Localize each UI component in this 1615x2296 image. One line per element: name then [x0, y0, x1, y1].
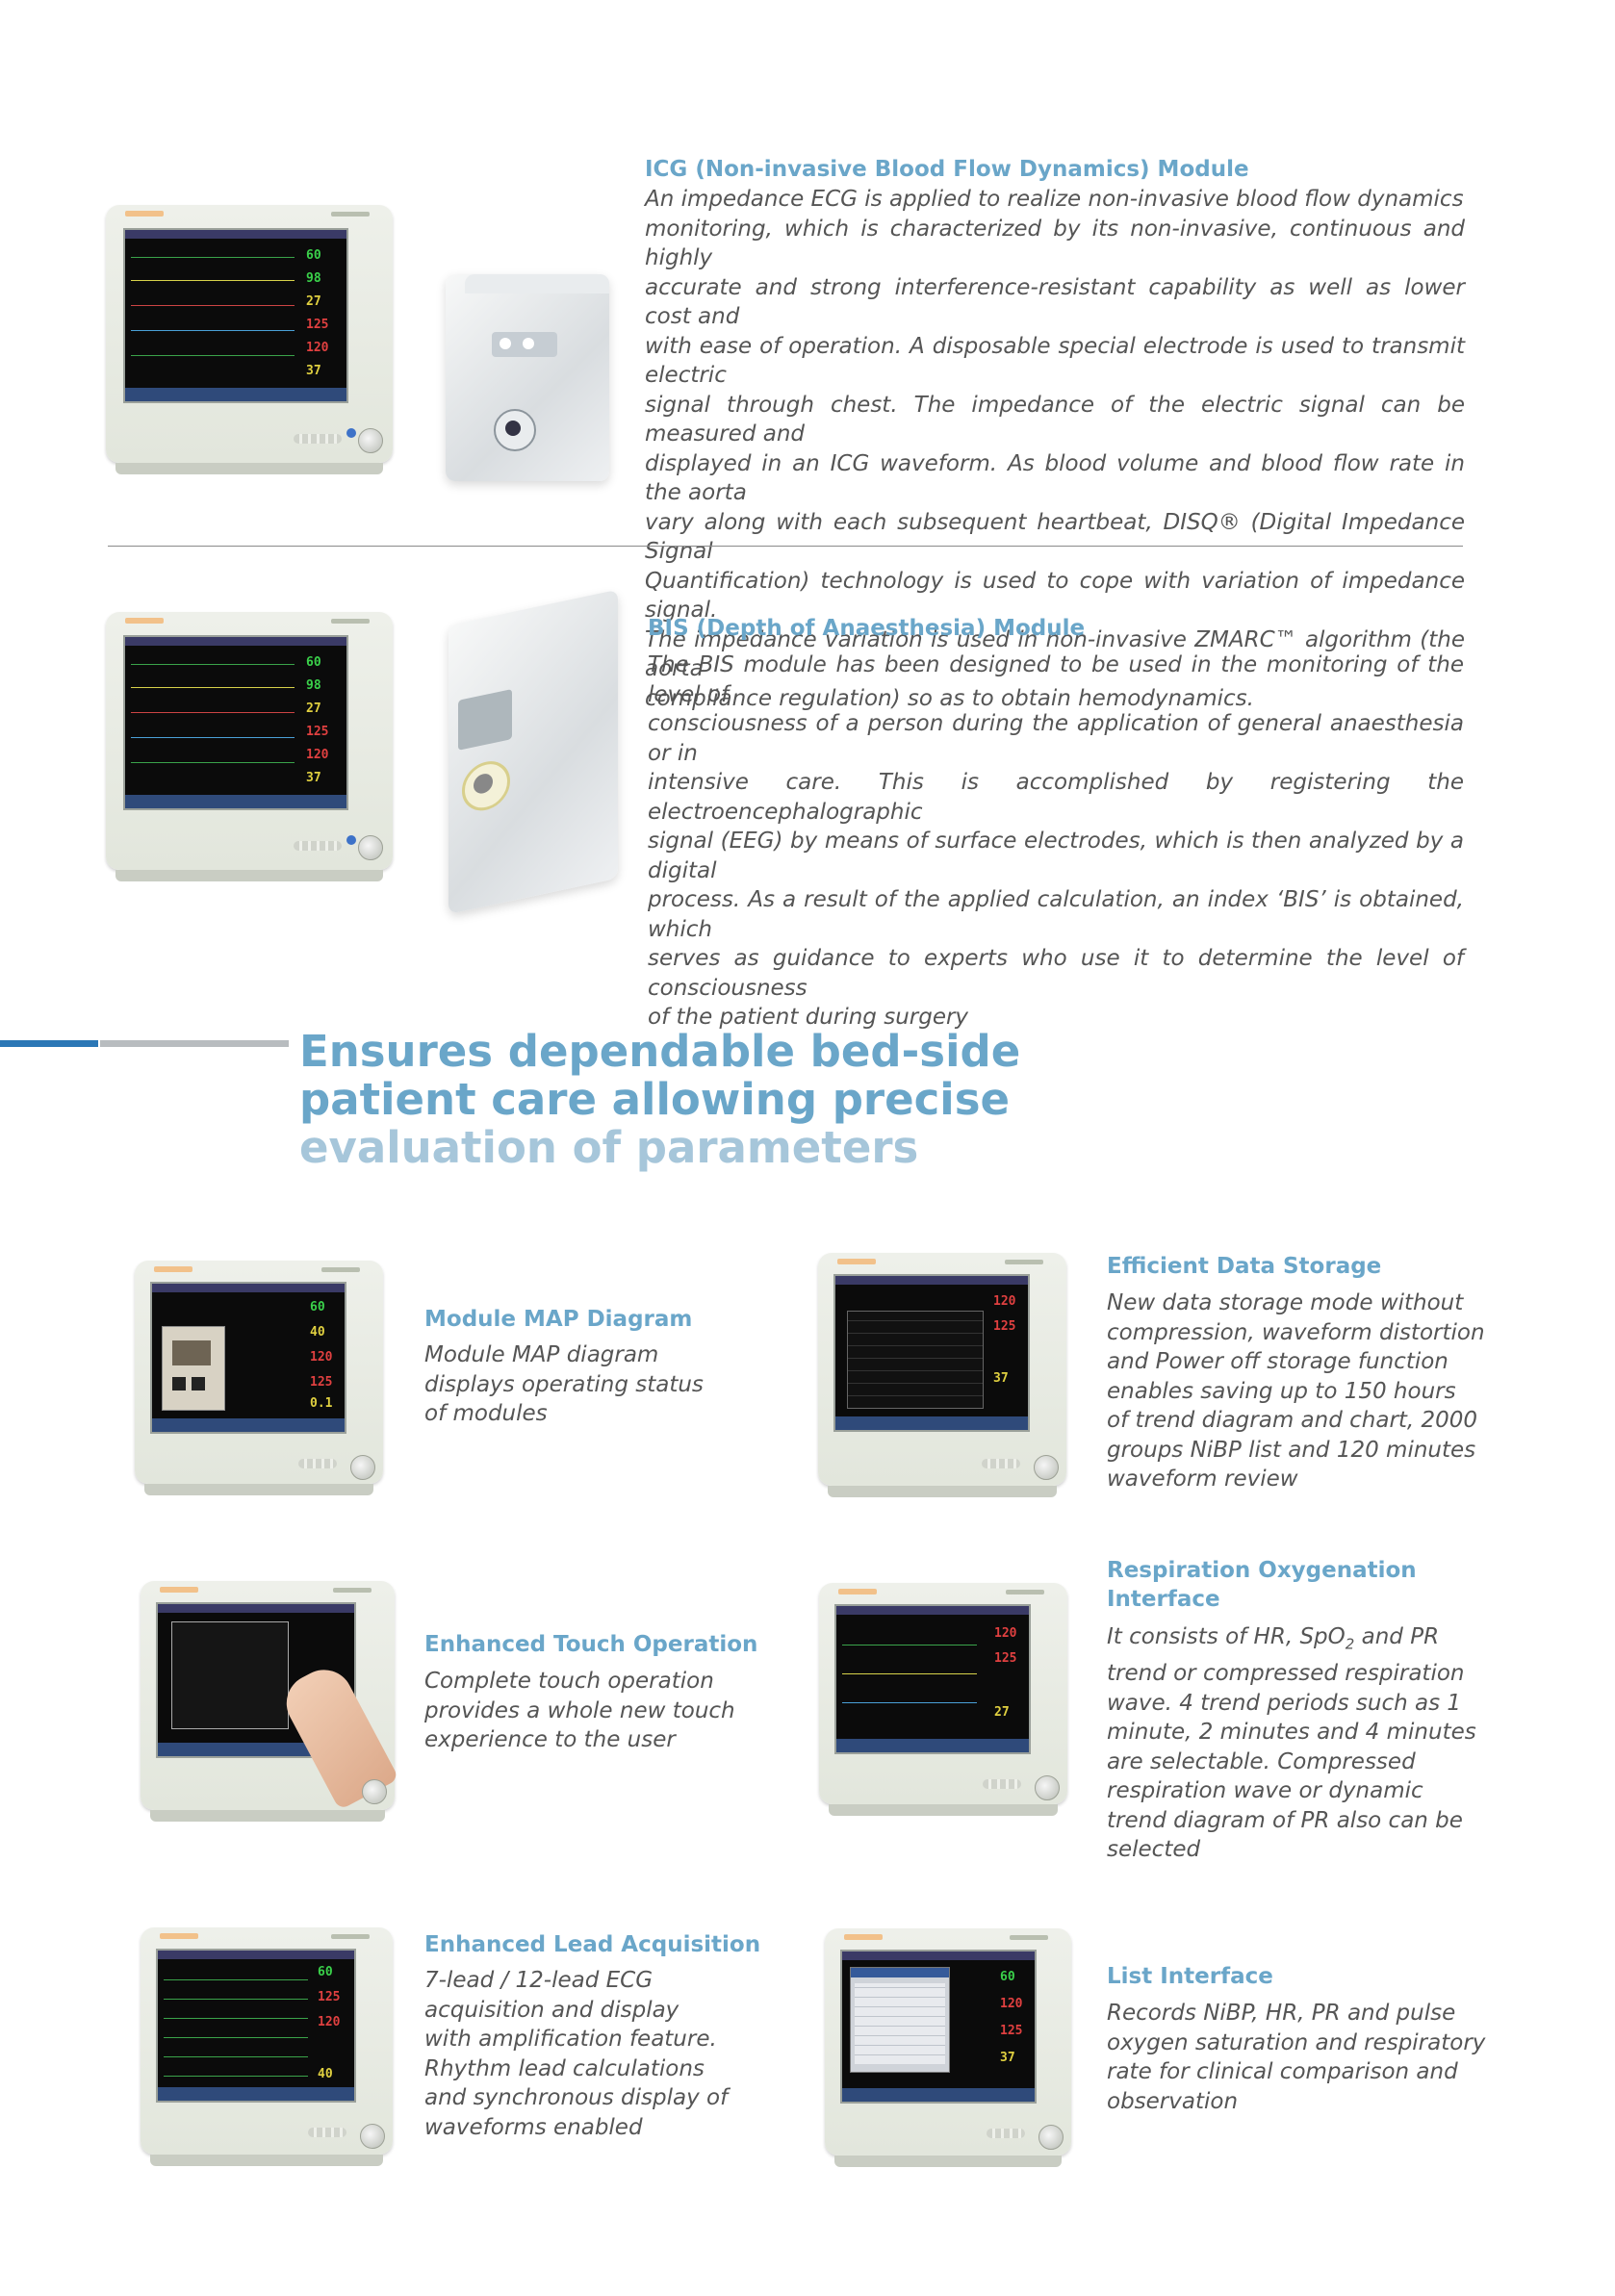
icg-module-description: An impedance ECG is applied to realize n…: [645, 185, 1465, 713]
bis-module-description: The BIS module has been designed to be u…: [648, 651, 1464, 1033]
patient-monitor-image-lead: 60 125 120 40: [141, 1927, 393, 2166]
feature-respiration-title: Respiration Oxygenation Interface: [1107, 1556, 1417, 1614]
text-line: consciousness of a person during the app…: [648, 711, 1464, 766]
text-line: An impedance ECG is applied to realize n…: [645, 187, 1464, 212]
headline-rule-blue: [0, 1040, 98, 1047]
text-line: Quantification) technology is used to co…: [645, 568, 1465, 624]
text-line: vary along with each subsequent heartbea…: [645, 509, 1465, 565]
text-line: and synchronous display of: [424, 2085, 729, 2110]
text-line: rate for clinical comparison and: [1107, 2059, 1458, 2084]
headline-line-1: Ensures dependable bed-side: [299, 1026, 1021, 1077]
text-line: serves as guidance to experts who use it…: [648, 946, 1464, 1001]
text-line: Complete touch operation: [424, 1669, 714, 1694]
text-line: compliance regulation) so as to obtain h…: [645, 685, 1254, 711]
subscript: 2: [1345, 1635, 1355, 1653]
text-fragment: It consists of HR, SpO: [1107, 1624, 1346, 1649]
title-line: Interface: [1107, 1587, 1220, 1612]
feature-lead-description: 7-lead / 12-lead ECG acquisition and dis…: [424, 1966, 728, 2142]
text-line: The impedance variation is used in non-i…: [645, 626, 1465, 682]
text-line: accurate and strong interference-resista…: [645, 274, 1465, 330]
text-line: with amplification feature.: [424, 2027, 717, 2052]
feature-storage-title: Efficient Data Storage: [1107, 1254, 1382, 1279]
text-line: oxygen saturation and respiratory: [1107, 2029, 1486, 2055]
text-line: waveforms enabled: [424, 2114, 643, 2140]
text-line: waveform review: [1107, 1467, 1298, 1492]
text-line: provides a whole new touch: [424, 1697, 735, 1723]
text-line: minute, 2 minutes and 4 minutes: [1107, 1720, 1476, 1746]
text-line: of the patient during surgery: [648, 1005, 969, 1030]
title-line: Respiration Oxygenation: [1107, 1558, 1417, 1583]
headline-line-2: patient care allowing precise: [299, 1074, 1011, 1125]
text-line: displayed in an ICG waveform. As blood v…: [645, 450, 1465, 506]
feature-lead-title: Enhanced Lead Acquisition: [424, 1932, 761, 1957]
patient-monitor-image-icg: 60 98 27 125 120 37: [106, 205, 393, 474]
text-line: respiration wave or dynamic: [1107, 1778, 1423, 1804]
section-divider: [108, 546, 1463, 547]
text-line: selected: [1107, 1837, 1201, 1863]
patient-monitor-image-list: 60 120 125 37: [825, 1928, 1071, 2167]
text-line: The BIS module has been designed to be u…: [648, 652, 1464, 707]
text-line: trend or compressed respiration: [1107, 1661, 1465, 1687]
feature-touch-title: Enhanced Touch Operation: [424, 1632, 758, 1657]
text-line: It consists of HR, SpO2 and PR: [1107, 1622, 1476, 1659]
page-headline: Ensures dependable bed-side patient care…: [299, 1028, 1020, 1172]
feature-touch-description: Complete touch operation provides a whol…: [424, 1667, 735, 1755]
feature-map-title: Module MAP Diagram: [424, 1307, 693, 1332]
text-line: of modules: [424, 1401, 548, 1426]
bis-module-image: [449, 589, 618, 914]
text-line: signal (EEG) by means of surface electro…: [648, 829, 1464, 883]
headline-line-3: evaluation of parameters: [299, 1122, 919, 1173]
feature-storage-description: New data storage mode without compressio…: [1107, 1288, 1485, 1494]
text-line: enables saving up to 150 hours: [1107, 1378, 1456, 1404]
text-line: New data storage mode without: [1107, 1290, 1464, 1315]
text-line: intensive care. This is accomplished by …: [648, 770, 1464, 825]
text-line: experience to the user: [424, 1727, 676, 1752]
feature-list-title: List Interface: [1107, 1964, 1273, 1989]
patient-monitor-image-storage: 120 125 37: [818, 1253, 1066, 1497]
text-line: observation: [1107, 2088, 1239, 2114]
text-line: acquisition and display: [424, 1997, 679, 2023]
text-line: wave. 4 trend periods such as 1: [1107, 1690, 1462, 1716]
text-line: of trend diagram and chart, 2000: [1107, 1408, 1478, 1433]
text-line: groups NiBP list and 120 minutes: [1107, 1437, 1476, 1463]
patient-monitor-image-map: 60 40 120 125 0.1: [135, 1261, 383, 1495]
feature-respiration-description: It consists of HR, SpO2 and PR trend or …: [1107, 1622, 1476, 1865]
text-line: with ease of operation. A disposable spe…: [645, 333, 1465, 389]
text-line: Rhythm lead calculations: [424, 2055, 705, 2081]
text-line: displays operating status: [424, 1371, 704, 1397]
patient-monitor-image-touch: [141, 1581, 399, 1822]
text-line: are selectable. Compressed: [1107, 1748, 1416, 1774]
feature-map-description: Module MAP diagram displays operating st…: [424, 1340, 704, 1429]
text-line: signal through chest. The impedance of t…: [645, 392, 1465, 447]
text-line: trend diagram of PR also can be: [1107, 1807, 1463, 1833]
text-line: process. As a result of the applied calc…: [648, 887, 1464, 942]
bis-module-title: BIS (Depth of Anaesthesia) Module: [648, 616, 1086, 641]
text-line: and Power off storage function: [1107, 1349, 1448, 1374]
icg-module-title: ICG (Non-invasive Blood Flow Dynamics) M…: [645, 157, 1249, 182]
feature-list-description: Records NiBP, HR, PR and pulse oxygen sa…: [1107, 1999, 1485, 2116]
text-line: compression, waveform distortion: [1107, 1319, 1485, 1345]
patient-monitor-image-bis: 60 98 27 125 120 37: [106, 612, 393, 881]
text-line: Records NiBP, HR, PR and pulse: [1107, 2001, 1456, 2026]
text-line: 7-lead / 12-lead ECG: [424, 1968, 654, 1993]
text-fragment: and PR: [1354, 1624, 1440, 1649]
icg-module-image: [446, 274, 609, 481]
headline-rule-grey: [100, 1040, 289, 1047]
patient-monitor-image-respiration: 120 125 27: [819, 1583, 1067, 1816]
text-line: monitoring, which is characterized by it…: [645, 216, 1465, 271]
text-line: Module MAP diagram: [424, 1342, 659, 1367]
